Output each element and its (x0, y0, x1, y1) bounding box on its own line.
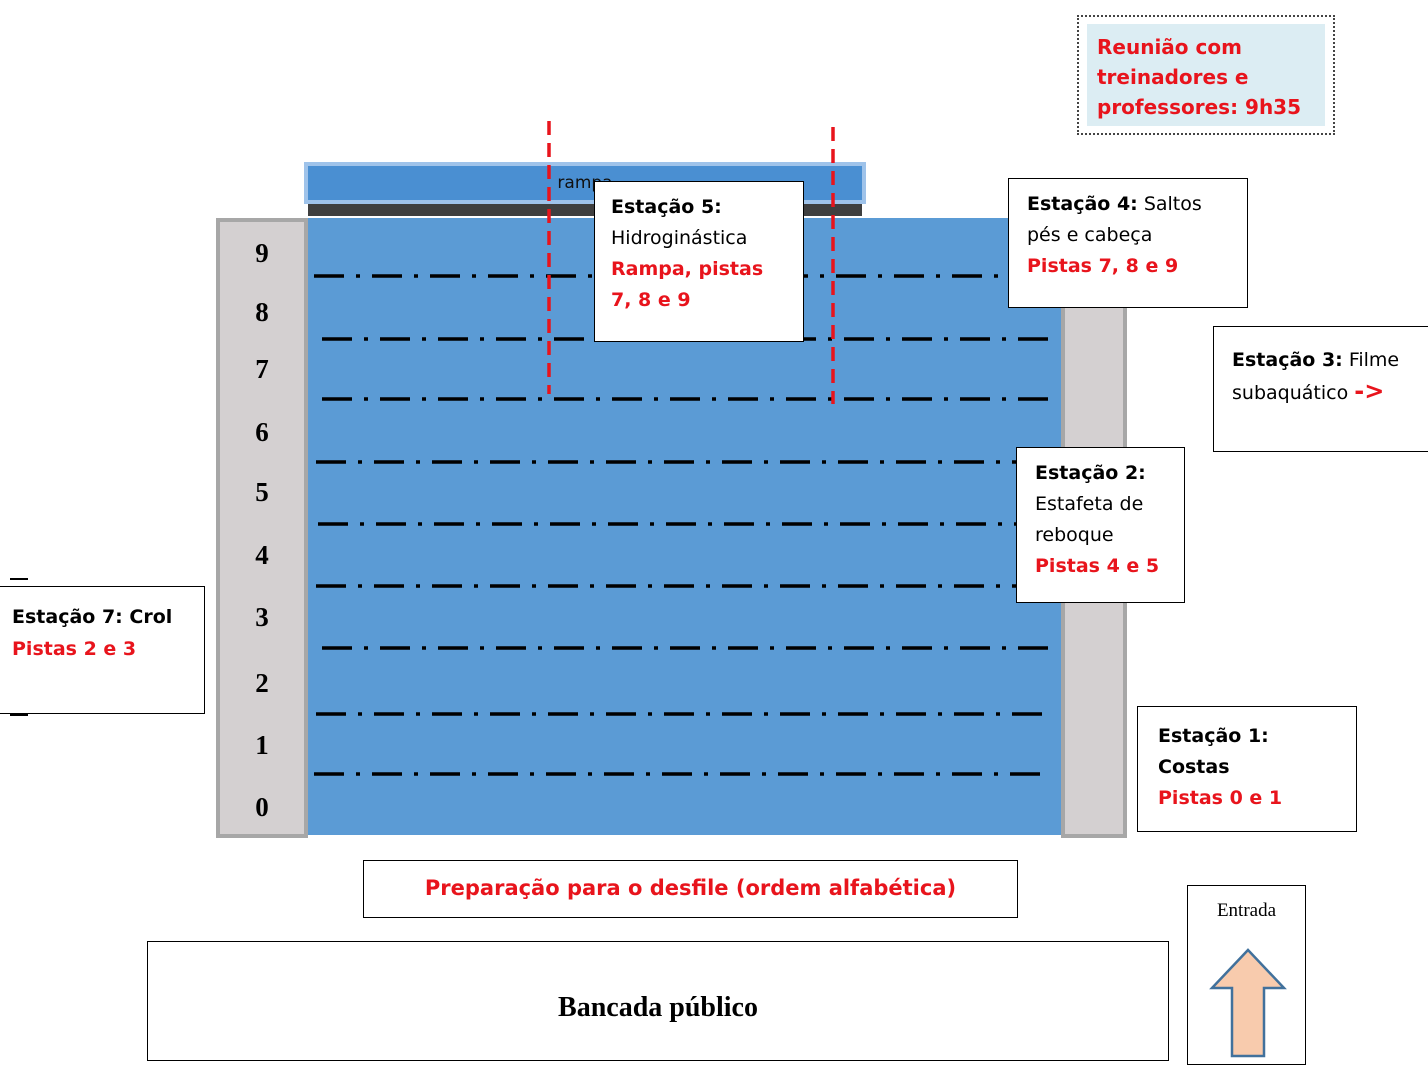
station-5-lanes: Rampa, pistas 7, 8 e 9 (611, 258, 764, 311)
entrance-box: Entrada (1187, 885, 1306, 1065)
station-3-arrow: -> (1354, 377, 1385, 405)
lane-number-4: 4 (255, 540, 269, 570)
station-2-desc: Estafeta de reboque (1035, 493, 1144, 546)
station-7-lanes: Pistas 2 e 3 (12, 638, 137, 660)
public-stands: Bancada público (147, 941, 1169, 1061)
lane-number-9: 9 (255, 238, 269, 268)
parade-preparation-text: Preparação para o desfile (ordem alfabét… (424, 876, 957, 900)
lane-number-8: 8 (255, 297, 269, 327)
station-3-title: Estação 3: (1232, 349, 1343, 371)
station-2-title: Estação 2: (1035, 462, 1146, 484)
lane-number-1: 1 (255, 730, 269, 760)
station-5-desc: Hidroginástica (611, 227, 748, 249)
station-4-desc: Saltos pés e cabeça (1027, 193, 1202, 246)
station-4-title: Estação 4: (1027, 193, 1138, 215)
meeting-text: Reunião com treinadores e professores: 9… (1087, 24, 1325, 126)
station-7-title: Estação 7: Crol (12, 606, 173, 628)
meeting-note: Reunião com treinadores e professores: 9… (1077, 15, 1335, 135)
pool-wall-left: 9 8 7 6 5 4 3 2 1 0 (216, 218, 308, 838)
lane-number-7: 7 (255, 354, 269, 384)
lane-number-2: 2 (255, 668, 269, 698)
entrance-label: Entrada (1216, 900, 1277, 921)
station-7-box: Estação 7: Crol Pistas 2 e 3 (0, 586, 205, 714)
station-4-lanes: Pistas 7, 8 e 9 (1027, 255, 1179, 277)
station-3-box: Estação 3: Filme subaquático -> (1213, 326, 1428, 452)
lane-number-0: 0 (255, 792, 269, 822)
station-1-lanes: Pistas 0 e 1 (1158, 787, 1283, 809)
station-4-box: Estação 4: Saltos pés e cabeça Pistas 7,… (1008, 178, 1248, 308)
arrow-up-icon (1209, 948, 1287, 1058)
station-5-box: Estação 5: Hidroginástica Rampa, pistas … (594, 181, 804, 342)
station-1-box: Estação 1: Costas Pistas 0 e 1 (1137, 706, 1357, 832)
public-stands-label: Bancada público (558, 992, 758, 1023)
divider (10, 714, 28, 716)
station-3-desc: Filme subaquático (1232, 349, 1400, 404)
lane-number-6: 6 (255, 417, 269, 447)
station-5-title: Estação 5: (611, 196, 722, 218)
station-2-box: Estação 2: Estafeta de reboque Pistas 4 … (1016, 447, 1185, 603)
lane-number-5: 5 (255, 477, 269, 507)
divider (10, 578, 28, 580)
lane-number-3: 3 (255, 602, 269, 632)
station-2-lanes: Pistas 4 e 5 (1035, 555, 1160, 577)
station-1-desc: Costas (1158, 756, 1230, 778)
parade-preparation-box: Preparação para o desfile (ordem alfabét… (363, 860, 1018, 918)
station-1-title: Estação 1: (1158, 725, 1269, 747)
